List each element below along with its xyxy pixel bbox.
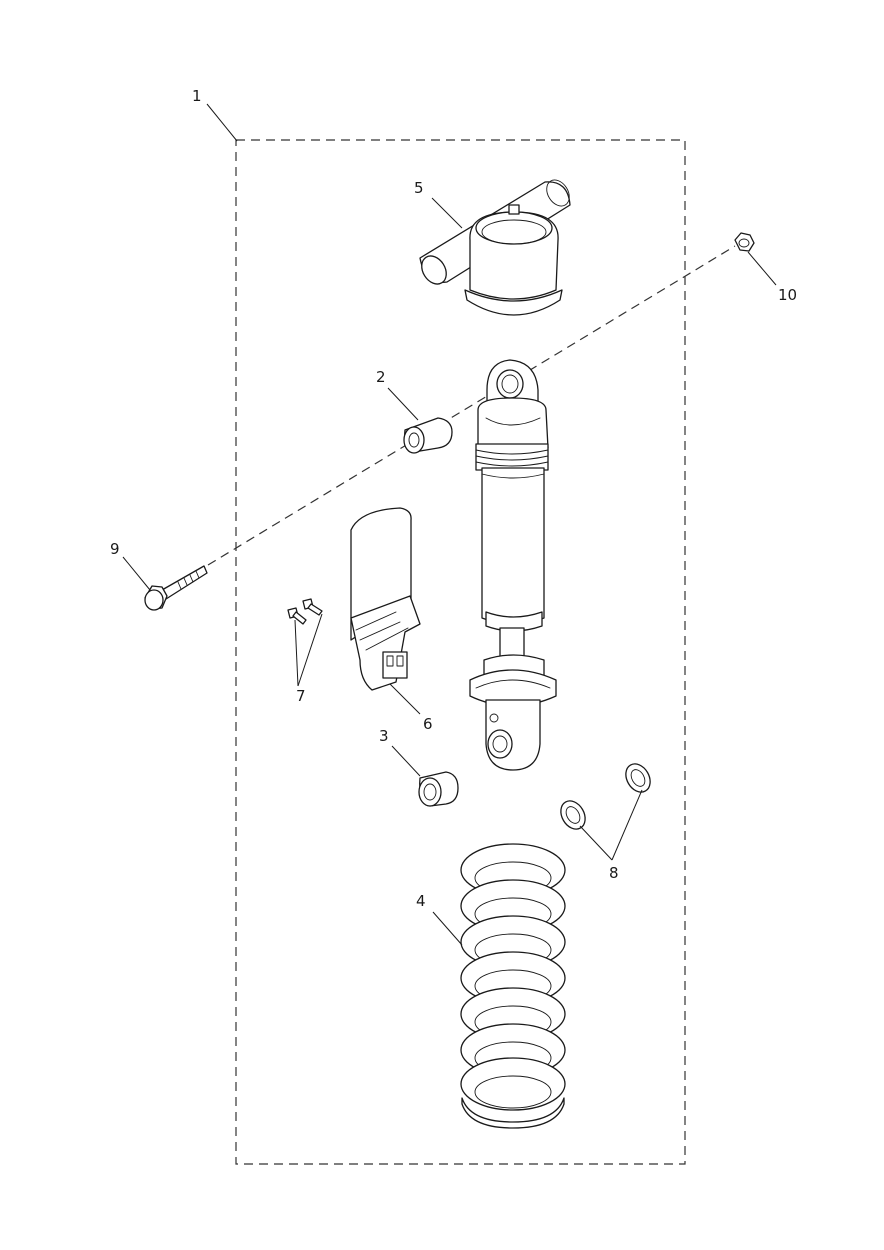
part-8-washers [560, 763, 651, 830]
callout-5: 5 [414, 179, 424, 197]
callout-1: 1 [192, 87, 202, 105]
callout-6: 6 [423, 715, 433, 733]
part-10-nut [734, 232, 755, 252]
callout-3: 3 [379, 727, 389, 745]
part-9-bolt [144, 565, 208, 611]
callout-9: 9 [110, 540, 120, 558]
callout-7: 7 [296, 687, 306, 705]
part-2-upper-bush [403, 417, 453, 454]
mounting-axis-line [207, 245, 736, 566]
callout-8: 8 [609, 864, 619, 882]
assembly-boundary [235, 139, 686, 1165]
leader-lines [122, 103, 777, 946]
callout-4: 4 [416, 892, 426, 910]
part-3-lower-bush [418, 771, 459, 807]
part-6-adjuster-guard [350, 507, 421, 691]
callout-2: 2 [376, 368, 386, 386]
callout-10: 10 [778, 286, 797, 304]
part-5-reservoir-cap [419, 179, 571, 316]
part-7-screws [287, 598, 323, 625]
shock-absorber-body [469, 359, 557, 771]
part-4-coil-spring [460, 843, 566, 1129]
